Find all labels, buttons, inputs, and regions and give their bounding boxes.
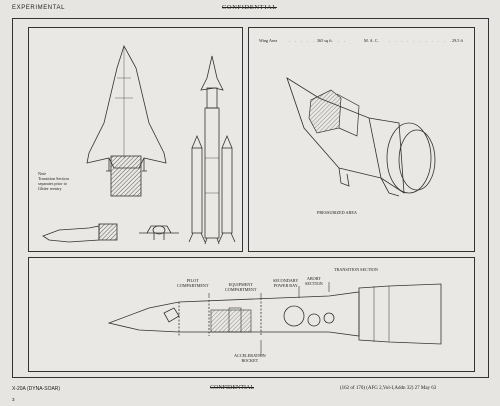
glider-side-view	[42, 223, 118, 243]
label-line: SECTION	[305, 281, 323, 286]
label-line: COMPARTMENT	[225, 287, 257, 292]
footer-classification: CONFIDENTIAL	[210, 385, 254, 391]
booster-stack	[188, 55, 236, 245]
dot-leader: . . . . . . . . . . . .	[389, 38, 460, 43]
inboard-profile-drawing	[107, 282, 442, 356]
mac-value: 29.5 ft	[452, 38, 463, 43]
note-line: Glider reentry	[38, 186, 62, 191]
label-line: EQUIPMENT	[228, 282, 253, 287]
label-line: PILOT	[186, 278, 199, 283]
header-classification: CONFIDENTIAL	[222, 4, 277, 11]
note-line: Transition Section	[38, 176, 69, 181]
footer-right: (162 of 170) (AFG 2,Vol-I,Addn 32) 27 Ma…	[340, 386, 437, 391]
label-line: COMPARTMENT	[177, 283, 209, 288]
page-mark: 3	[12, 397, 15, 402]
label-line: POWER BAY	[273, 283, 298, 288]
panel-inboard-profile: PILOT COMPARTMENT EQUIPMENT COMPARTMENT …	[28, 257, 475, 372]
transition-section-label: TRANSITION SECTION	[334, 267, 378, 272]
panel-vehicle-views: Note Transition Section separates prior …	[28, 27, 243, 252]
label-line: ABORT	[306, 276, 321, 281]
transition-note: Note Transition Section separates prior …	[38, 171, 69, 191]
abort-section-label: ABORT SECTION	[305, 276, 323, 286]
label-line: ROCKET	[241, 358, 259, 363]
pressurized-compartment	[308, 89, 360, 137]
pressurized-area-label: PRESSURIZED AREA	[317, 210, 357, 215]
secondary-power-bay-label: SECONDARY POWER BAY	[273, 278, 298, 288]
vehicle-drawing	[42, 44, 236, 245]
footer-left: X-20A (DYNA-SOAR)	[12, 386, 61, 392]
wing-area-label: Wing Area	[259, 38, 278, 43]
note-line: separates prior to	[38, 181, 67, 186]
equipment-compartment-label: EQUIPMENT COMPARTMENT	[225, 282, 256, 292]
note-line: Note	[38, 171, 47, 176]
label-line: ACCELERATION	[234, 353, 266, 358]
glider-front-view	[139, 225, 179, 240]
mac-label: M. A. C.	[364, 38, 379, 43]
panel-pressurized-area: Wing Area . . . . . . . . . . 365 sq ft …	[248, 27, 475, 252]
page-frame	[12, 18, 489, 378]
dot-leader: . . . . . . . . . .	[289, 38, 347, 43]
acceleration-rocket-label: ACCELERATION ROCKET	[234, 353, 266, 363]
equipment-boxes	[210, 309, 252, 333]
pilot-compartment-label: PILOT COMPARTMENT	[177, 278, 208, 288]
pressurized-area-drawing	[286, 77, 436, 197]
header-left: EXPERIMENTAL	[12, 5, 66, 11]
transition-section-hatched	[110, 155, 142, 197]
glider-top-view	[86, 44, 167, 172]
label-line: SECONDARY	[273, 278, 299, 283]
wing-area-value: 365 sq ft	[317, 38, 332, 43]
